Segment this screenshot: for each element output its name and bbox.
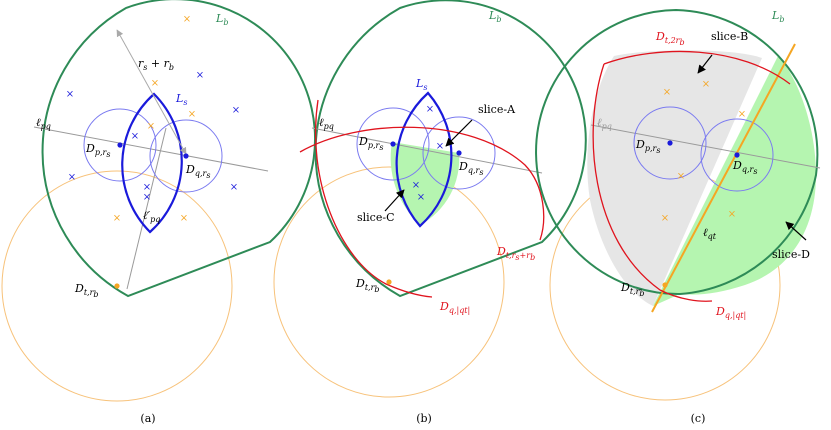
- disk-p-rs-b: [356, 107, 430, 181]
- disk-t-rb-a: [1, 170, 233, 402]
- label-D-q-qt-b: Dq,|qt|: [439, 300, 470, 315]
- label-Ls-a: Ls: [175, 92, 187, 107]
- svg-text:×: ×: [151, 78, 159, 89]
- svg-text:×: ×: [143, 182, 151, 193]
- panel-a: × × × × × × × × × × × × × × Lb Ls rs + r…: [1, 0, 317, 425]
- sample-points-b: × × × ×: [412, 104, 444, 203]
- slice-c-fill: [390, 142, 460, 225]
- disk-p-rs-c: [633, 106, 707, 180]
- slice-b-fill: [587, 50, 762, 306]
- label-Lb-c: Lb: [771, 9, 784, 24]
- circle-D-t-2rb: [603, 50, 791, 85]
- svg-text:×: ×: [677, 171, 685, 182]
- arrow-slice-c: [384, 189, 405, 212]
- caption-b-text: (b): [416, 412, 432, 425]
- label-lpq-b: ℓpq: [319, 116, 334, 131]
- point-q-c: [734, 152, 740, 158]
- svg-text:×: ×: [412, 180, 420, 191]
- label-Dq-a: Dq,rs: [185, 163, 210, 180]
- label-D-q-qt-c: Dq,|qt|: [715, 305, 746, 320]
- label-slice-b: slice-B: [711, 30, 748, 43]
- label-Dq-b: Dq,rs: [458, 160, 483, 177]
- line-lpq-prime-a: [126, 127, 167, 290]
- label-slice-a: slice-A: [478, 103, 516, 116]
- arrow-slice-d: [785, 221, 807, 241]
- svg-text:×: ×: [68, 172, 76, 183]
- svg-text:×: ×: [188, 109, 196, 120]
- point-t-c: [662, 282, 668, 288]
- circle-D-q-qt-c: [592, 63, 713, 302]
- label-Lb-a: Lb: [215, 12, 228, 27]
- region-Ls-b: [395, 91, 453, 228]
- label-Dt-a: Dt,rb: [74, 282, 99, 299]
- line-lqt: [651, 43, 796, 313]
- panel-b: × × × × Lb Ls ℓpq slice-A Dp,rs Dq,rs sl…: [273, 0, 587, 425]
- radius-arrow-a: [116, 29, 187, 155]
- svg-text:×: ×: [702, 79, 710, 90]
- label-radius-a: rs + rb: [138, 57, 174, 72]
- svg-text:×: ×: [183, 14, 191, 25]
- label-Dp-a: Dp,rs: [85, 142, 110, 159]
- svg-text:×: ×: [738, 109, 746, 120]
- point-p-b: [390, 141, 396, 147]
- svg-text:×: ×: [131, 131, 139, 142]
- svg-text:×: ×: [728, 209, 736, 220]
- caption-a: (a): [140, 412, 155, 425]
- line-lpq-b: [311, 127, 543, 174]
- svg-text:×: ×: [143, 192, 151, 203]
- region-Lb-a: [41, 0, 317, 298]
- label-slice-d: slice-D: [772, 248, 810, 261]
- svg-text:×: ×: [230, 182, 238, 193]
- point-t-b: [386, 279, 392, 285]
- svg-text:×: ×: [66, 89, 74, 100]
- caption-c: (c): [691, 412, 706, 425]
- svg-text:×: ×: [180, 213, 188, 224]
- arrow-slice-a: [445, 119, 473, 147]
- svg-text:×: ×: [232, 105, 240, 116]
- label-Ls-b: Ls: [415, 77, 427, 92]
- disk-q-rs-b: [422, 116, 496, 190]
- label-slice-c: slice-C: [357, 211, 395, 224]
- svg-text:×: ×: [436, 141, 444, 152]
- svg-text:×: ×: [113, 213, 121, 224]
- svg-text:×: ×: [196, 70, 204, 81]
- svg-text:×: ×: [147, 121, 155, 132]
- label-D-t-2rb: Dt,2rb: [655, 30, 685, 47]
- panel-c: × × × × × × Lb Dt,2rb slice-B ℓpq Dp,rs …: [535, 8, 821, 425]
- label-lpq-prime-a: ℓ′pq: [143, 209, 160, 224]
- label-Dp-b: Dp,rs: [358, 135, 383, 152]
- disk-t-rb-b: [273, 166, 505, 398]
- point-t-a: [114, 283, 120, 289]
- slice-d-fill: [653, 56, 816, 306]
- region-Ls-a: [121, 92, 183, 234]
- svg-text:×: ×: [661, 213, 669, 224]
- point-q-b: [456, 150, 462, 156]
- arrow-slice-b: [697, 54, 713, 74]
- label-lpq-a: ℓpq: [36, 116, 51, 131]
- region-Lb-b: [314, 0, 587, 298]
- svg-text:×: ×: [663, 87, 671, 98]
- svg-text:×: ×: [426, 104, 434, 115]
- sample-points-c: × × × × × ×: [661, 79, 746, 224]
- point-q-a: [183, 153, 189, 159]
- circle-D-q-qt-b: [314, 99, 433, 298]
- sample-points-a: × × × × × × × × × × × × × ×: [66, 14, 240, 224]
- svg-text:×: ×: [417, 192, 425, 203]
- region-Lb-c: [535, 8, 819, 296]
- point-p-c: [667, 140, 673, 146]
- circle-D-t-rs-rb: [299, 126, 545, 241]
- disk-q-rs-c: [700, 118, 774, 192]
- point-p-a: [117, 142, 123, 148]
